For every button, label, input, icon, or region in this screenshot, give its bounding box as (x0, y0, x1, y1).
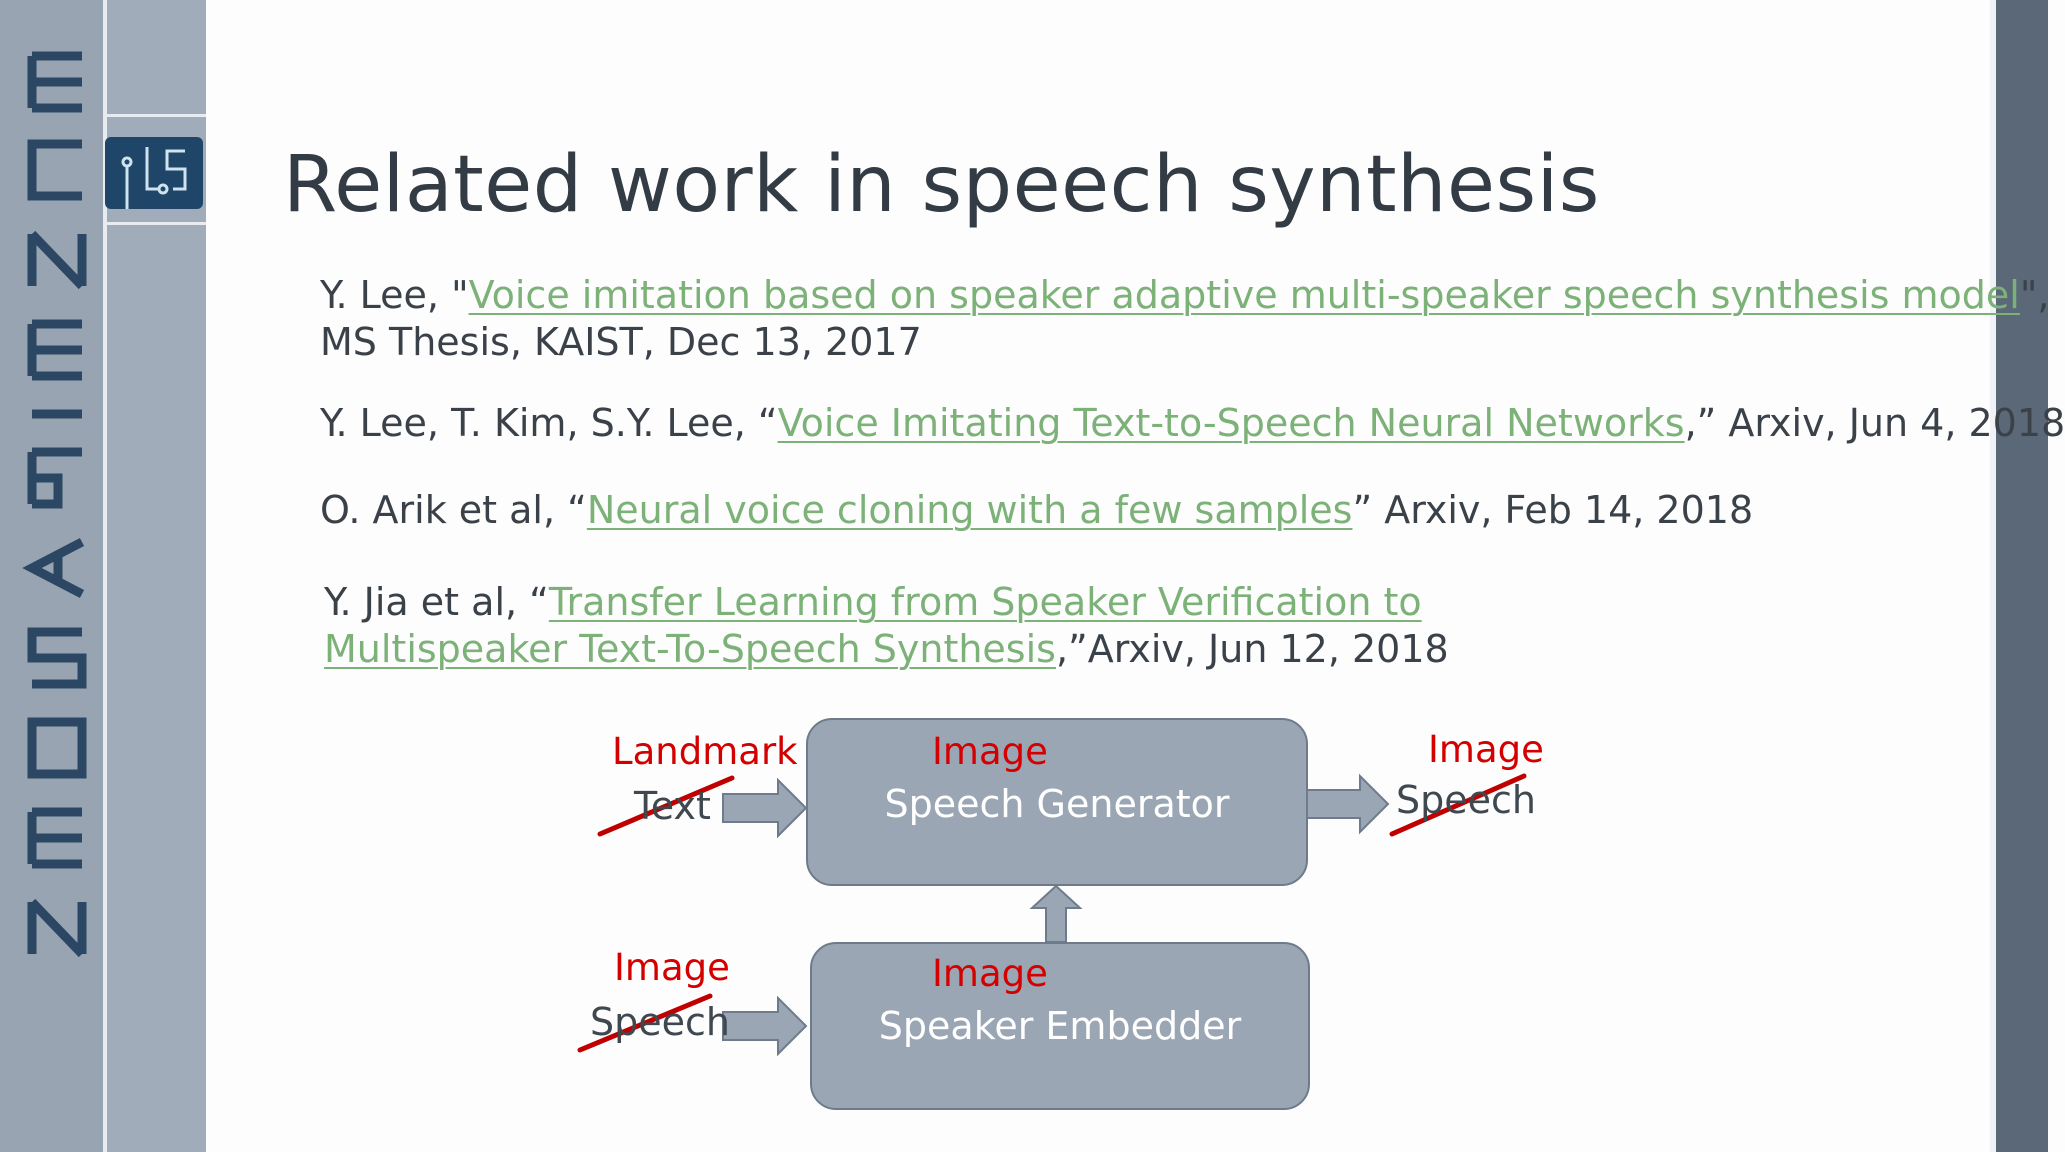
reference-authors: O. Arik et al, “ (320, 488, 587, 532)
reference-suffix: ,”Arxiv, Jun 12, 2018 (1055, 627, 1449, 671)
slide-title: Related work in speech synthesis (283, 140, 1600, 230)
arrow-output (1305, 773, 1390, 835)
arrow-embedder-to-generator (1029, 884, 1083, 943)
neosapience-logo-vertical (22, 51, 87, 958)
reference-link-continued[interactable]: Multispeaker Text-To-Speech Synthesis (324, 627, 1056, 671)
reference-link[interactable]: Neural voice cloning with a few samples (586, 488, 1353, 532)
arrow-input-top (722, 777, 808, 839)
input-speech-label: Speech (590, 1000, 730, 1044)
speech-generator-label: Speech Generator (884, 782, 1230, 826)
speaker-embedder-label: Speaker Embedder (878, 1004, 1242, 1048)
reference-authors: Y. Jia et al, “ (324, 580, 549, 624)
speaker-embedder-box: Speaker Embedder (810, 942, 1310, 1110)
right-edge (1990, 0, 1996, 1152)
replacement-embedder-label: Image (932, 952, 1048, 995)
reference-link[interactable]: Voice Imitating Text-to-Speech Neural Ne… (777, 401, 1685, 445)
reference-item: Y. Lee, T. Kim, S.Y. Lee, “Voice Imitati… (320, 400, 2065, 447)
reference-authors: Y. Lee, " (320, 273, 469, 317)
logo-top-rule (107, 114, 206, 117)
reference-item: Y. Lee, "Voice imitation based on speake… (320, 272, 2049, 366)
left-brand-strip (0, 0, 103, 1152)
reference-link[interactable]: Transfer Learning from Speaker Verificat… (548, 580, 1422, 624)
left-divider (103, 0, 107, 1152)
reference-suffix: ,” Arxiv, Jun 4, 2018 (1684, 401, 2065, 445)
reference-suffix: ", (2019, 273, 2050, 317)
right-strip (1996, 0, 2048, 1152)
arrow-input-bottom (722, 995, 808, 1057)
strike-output (1389, 773, 1527, 837)
replacement-input-bottom-label: Image (614, 946, 730, 989)
reference-venue: MS Thesis, KAIST, Dec 13, 2017 (320, 320, 922, 364)
strike-input-top (597, 775, 735, 837)
reference-item: O. Arik et al, “Neural voice cloning wit… (320, 487, 1753, 534)
reference-authors: Y. Lee, T. Kim, S.Y. Lee, “ (320, 401, 778, 445)
reference-item: Y. Jia et al, “Transfer Learning from Sp… (324, 579, 1449, 673)
ns-circuit-logo (105, 137, 203, 209)
replacement-generator-label: Image (932, 730, 1048, 773)
reference-suffix: ” Arxiv, Feb 14, 2018 (1352, 488, 1754, 532)
replacement-output-label: Image (1428, 728, 1544, 771)
strike-input-bottom (577, 993, 713, 1053)
replacement-landmark-label: Landmark (612, 730, 798, 773)
speech-generator-box: Speech Generator (806, 718, 1308, 886)
input-text-label: Text (634, 784, 711, 828)
reference-link[interactable]: Voice imitation based on speaker adaptiv… (468, 273, 2020, 317)
architecture-diagram: Speech Generator Speaker Embedder Text S… (560, 700, 1560, 1130)
logo-bottom-rule (107, 222, 206, 225)
output-speech-label: Speech (1396, 778, 1536, 822)
